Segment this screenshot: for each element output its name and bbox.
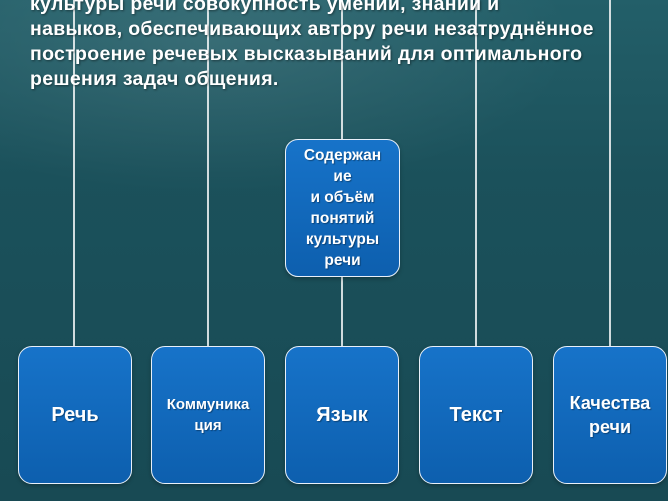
node-rech-label: Речь: [51, 403, 99, 426]
heading-line-3: построение речевых высказываний для опти…: [30, 43, 583, 65]
center-concept-node: Содержан ие и объём понятий культуры реч…: [285, 139, 400, 277]
node-kachestva-rechi-label: Качества речи: [569, 393, 651, 437]
node-tekst: Текст: [419, 346, 533, 484]
center-concept-label: Содержан ие и объём понятий культуры реч…: [303, 147, 382, 269]
node-yazyk-label: Язык: [316, 403, 368, 426]
node-kommunikatsiya: Коммуника ция: [151, 346, 265, 484]
node-tekst-label: Текст: [449, 403, 503, 426]
heading-line-1: культуры речи совокупность умений, знани…: [30, 0, 500, 15]
node-rech: Речь: [18, 346, 132, 484]
heading-line-4: решения задач общения.: [30, 68, 279, 90]
node-yazyk: Язык: [285, 346, 399, 484]
node-kommunikatsiya-label: Коммуника ция: [166, 396, 250, 434]
heading-line-2: навыков, обеспечивающих автору речи неза…: [30, 18, 594, 40]
node-kachestva-rechi: Качества речи: [553, 346, 667, 484]
slide-heading: культуры речи совокупность умений, знани…: [30, 0, 660, 92]
